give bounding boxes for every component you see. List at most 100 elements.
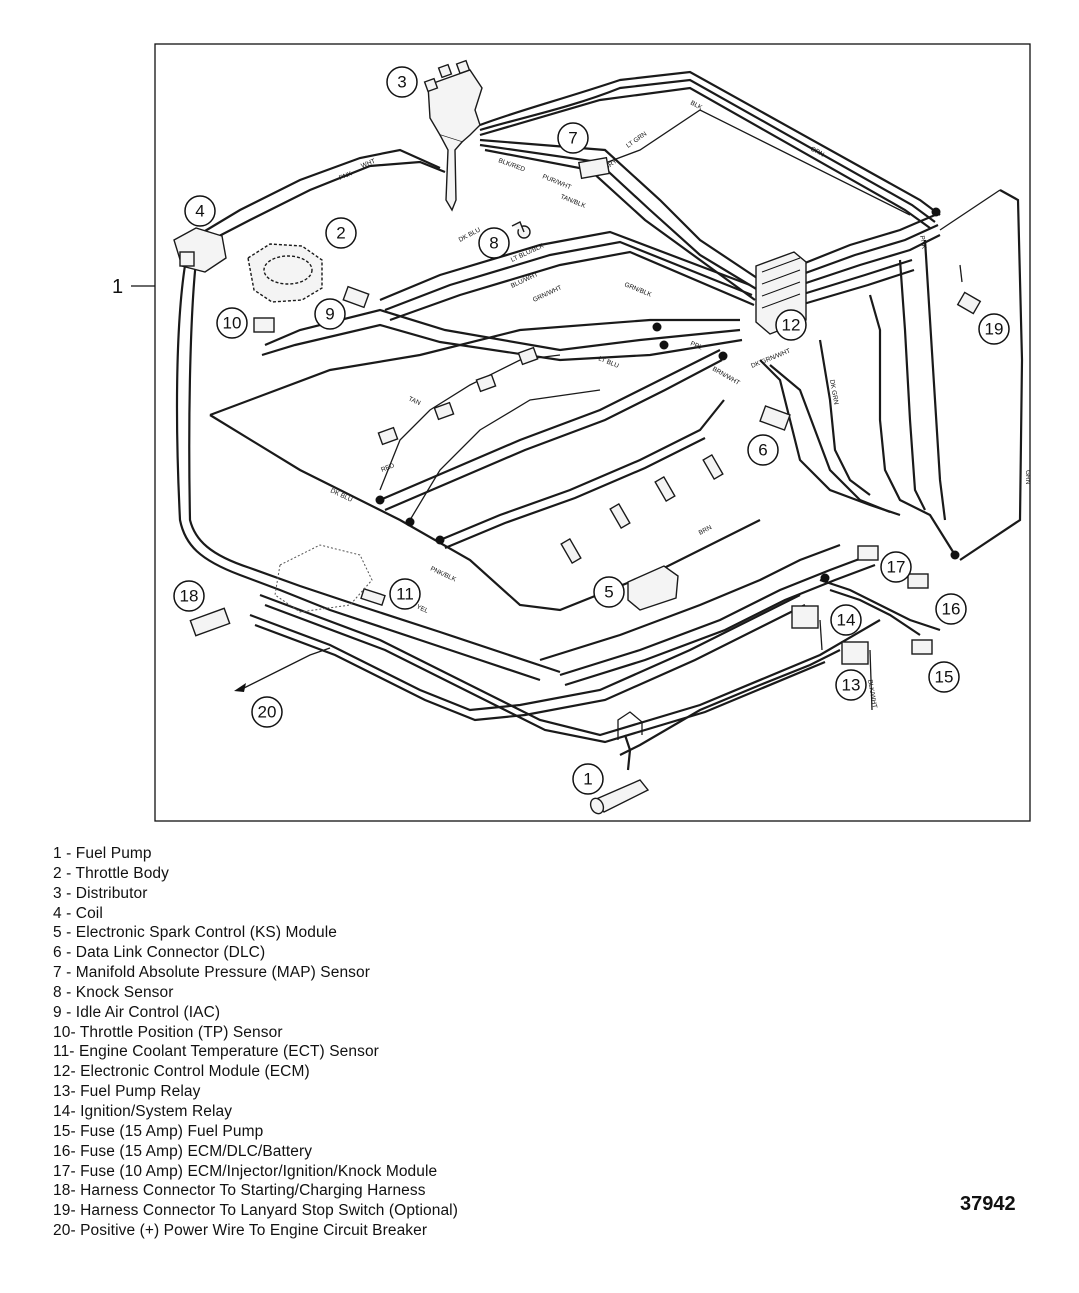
ect-sensor-component [360,587,386,607]
engine-outline [274,544,373,613]
wire-label: DK BLU [458,226,482,243]
callout-13: 13 [835,669,867,701]
svg-text:2: 2 [336,224,345,243]
svg-text:19: 19 [985,320,1004,339]
distributor-component [423,59,483,212]
tp-sensor-component [253,317,275,333]
callout-9: 9 [314,298,346,330]
legend-item: 6 - Data Link Connector (DLC) [53,944,266,962]
wire-harness [175,70,1024,771]
wiring-diagram: 1 [112,43,1031,822]
callout-1: 1 [572,763,604,795]
wire-label: PNK/BLK [429,565,457,583]
legend-item: 13- Fuel Pump Relay [53,1083,201,1101]
svg-text:6: 6 [758,441,767,460]
legend-item: 1 - Fuel Pump [53,845,152,862]
legend-item: 14- Ignition/System Relay [53,1102,233,1120]
ks-module-component [627,565,679,611]
iac-component [342,285,370,309]
svg-text:8: 8 [489,234,498,253]
figure-id: 37942 [960,1193,1016,1215]
legend-item: 19- Harness Connector To Lanyard Stop Sw… [53,1202,458,1220]
legend-item: 15- Fuse (15 Amp) Fuel Pump [53,1122,264,1140]
wire-label: BRN/WHT [711,366,741,387]
wire-label: RED [380,462,396,474]
positive-wire-arrow [234,683,246,692]
callout-2: 2 [325,217,357,249]
svg-text:1: 1 [583,770,592,789]
wire-label-group: PNK WHT BLK BLK/RED PUR/WHT TAN/BLK LT G… [329,100,1031,709]
wire-label: GRN [1024,470,1031,485]
callout-11: 11 [389,578,421,610]
svg-text:4: 4 [195,202,204,221]
map-sensor-component [578,156,610,180]
wire-label: PNK [918,235,927,250]
legend-item: 11- Engine Coolant Temperature (ECT) Sen… [53,1043,379,1061]
callout-5: 5 [593,576,625,608]
fuel-pump-component [589,779,650,815]
legend-item: 5 - Electronic Spark Control (KS) Module [53,924,337,942]
wire-label: TAN [407,395,422,407]
wire-label: BLK/RED [497,157,526,173]
legend-item: 8 - Knock Sensor [53,983,174,1001]
harness-connector-18 [189,607,231,637]
svg-text:11: 11 [396,585,414,604]
svg-text:3: 3 [397,73,406,92]
legend-item: 20- Positive (+) Power Wire To Engine Ci… [53,1222,428,1240]
legend-item: 16- Fuse (15 Amp) ECM/DLC/Battery [53,1142,313,1160]
legend-item: 10- Throttle Position (TP) Sensor [53,1023,283,1041]
legend-item: 9 - Idle Air Control (IAC) [53,1003,221,1021]
knock-sensor-component [511,221,531,239]
wire-splice-dots [375,207,960,583]
callout-1-left-label: 1 [112,276,123,298]
legend-item: 3 - Distributor [53,884,148,902]
component-legend: 1 - Fuel Pump 2 - Throttle Body 3 - Dist… [53,844,458,1241]
svg-text:10: 10 [223,314,242,333]
wire-label: PNK [338,170,354,182]
callout-19: 19 [978,313,1010,345]
callout-14: 14 [830,604,862,636]
svg-text:15: 15 [935,668,954,687]
callout-15: 15 [928,661,960,693]
svg-text:9: 9 [325,305,334,324]
relays [791,545,933,665]
throttle-body-component [247,243,323,303]
callout-4: 4 [184,195,216,227]
callout-16: 16 [935,593,967,625]
wire-label: BLK/WHT [866,679,878,709]
wire-label: WHT [360,158,376,170]
legend-item: 18- Harness Connector To Starting/Chargi… [53,1182,426,1200]
callout-18: 18 [173,580,205,612]
dlc-component [759,405,791,431]
wire-label: GRN/BLK [623,281,653,298]
svg-text:20: 20 [258,703,277,722]
wire-label: GRN/WHT [532,284,563,303]
wire-label: DK GRN [828,379,839,405]
svg-text:17: 17 [887,558,906,577]
wire-label: BRN [698,524,714,537]
lanyard-connector-19 [956,291,982,315]
callout-3: 3 [386,66,418,98]
svg-text:18: 18 [180,587,199,606]
callout-6: 6 [747,434,779,466]
svg-text:14: 14 [837,611,856,630]
injectors [377,346,724,564]
svg-text:13: 13 [842,676,861,695]
svg-text:12: 12 [782,316,801,335]
callout-10: 10 [216,307,248,339]
legend-item: 2 - Throttle Body [53,864,169,882]
callout-7: 7 [557,122,589,154]
wire-label: YEL [415,603,429,615]
callout-20: 20 [251,696,283,728]
legend-item: 7 - Manifold Absolute Pressure (MAP) Sen… [53,964,371,982]
wire-label: PPL [689,340,703,351]
coil-component [173,227,227,273]
legend-item: 17- Fuse (10 Amp) ECM/Injector/Ignition/… [53,1162,438,1180]
callout-17: 17 [880,551,912,583]
diagram-frame [154,43,1031,822]
wire-label: BLU/WHT [510,271,539,290]
wire-label: TAN/BLK [559,193,587,210]
svg-text:16: 16 [942,600,961,619]
legend-item: 12- Electronic Control Module (ECM) [53,1063,310,1081]
wire-label: BLK [689,100,704,112]
